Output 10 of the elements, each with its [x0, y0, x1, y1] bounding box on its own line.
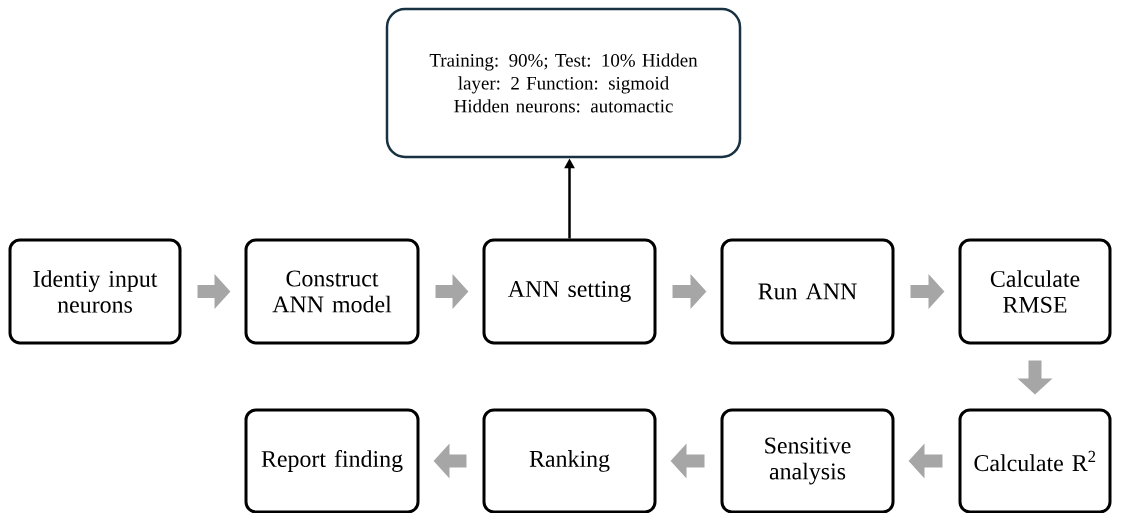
process-box: Calculate R$^{2}$	[958, 408, 1112, 513]
process-box: Report finding	[244, 408, 420, 513]
process-box: Ranking	[482, 408, 657, 513]
process-box: Identiy input neurons	[8, 238, 182, 345]
process-box: ANN setting	[482, 238, 657, 345]
process-box: Sensitive analysis	[720, 408, 895, 513]
process-box: Calculate RMSE	[958, 238, 1112, 345]
process-box: Construct ANN model	[244, 238, 420, 345]
settings-box: Training: 90%; Test: 10% Hidden layer: 2 Function: sigmoid Hidden neurons: automactic	[385, 7, 742, 159]
process-box: Run ANN	[720, 238, 895, 345]
